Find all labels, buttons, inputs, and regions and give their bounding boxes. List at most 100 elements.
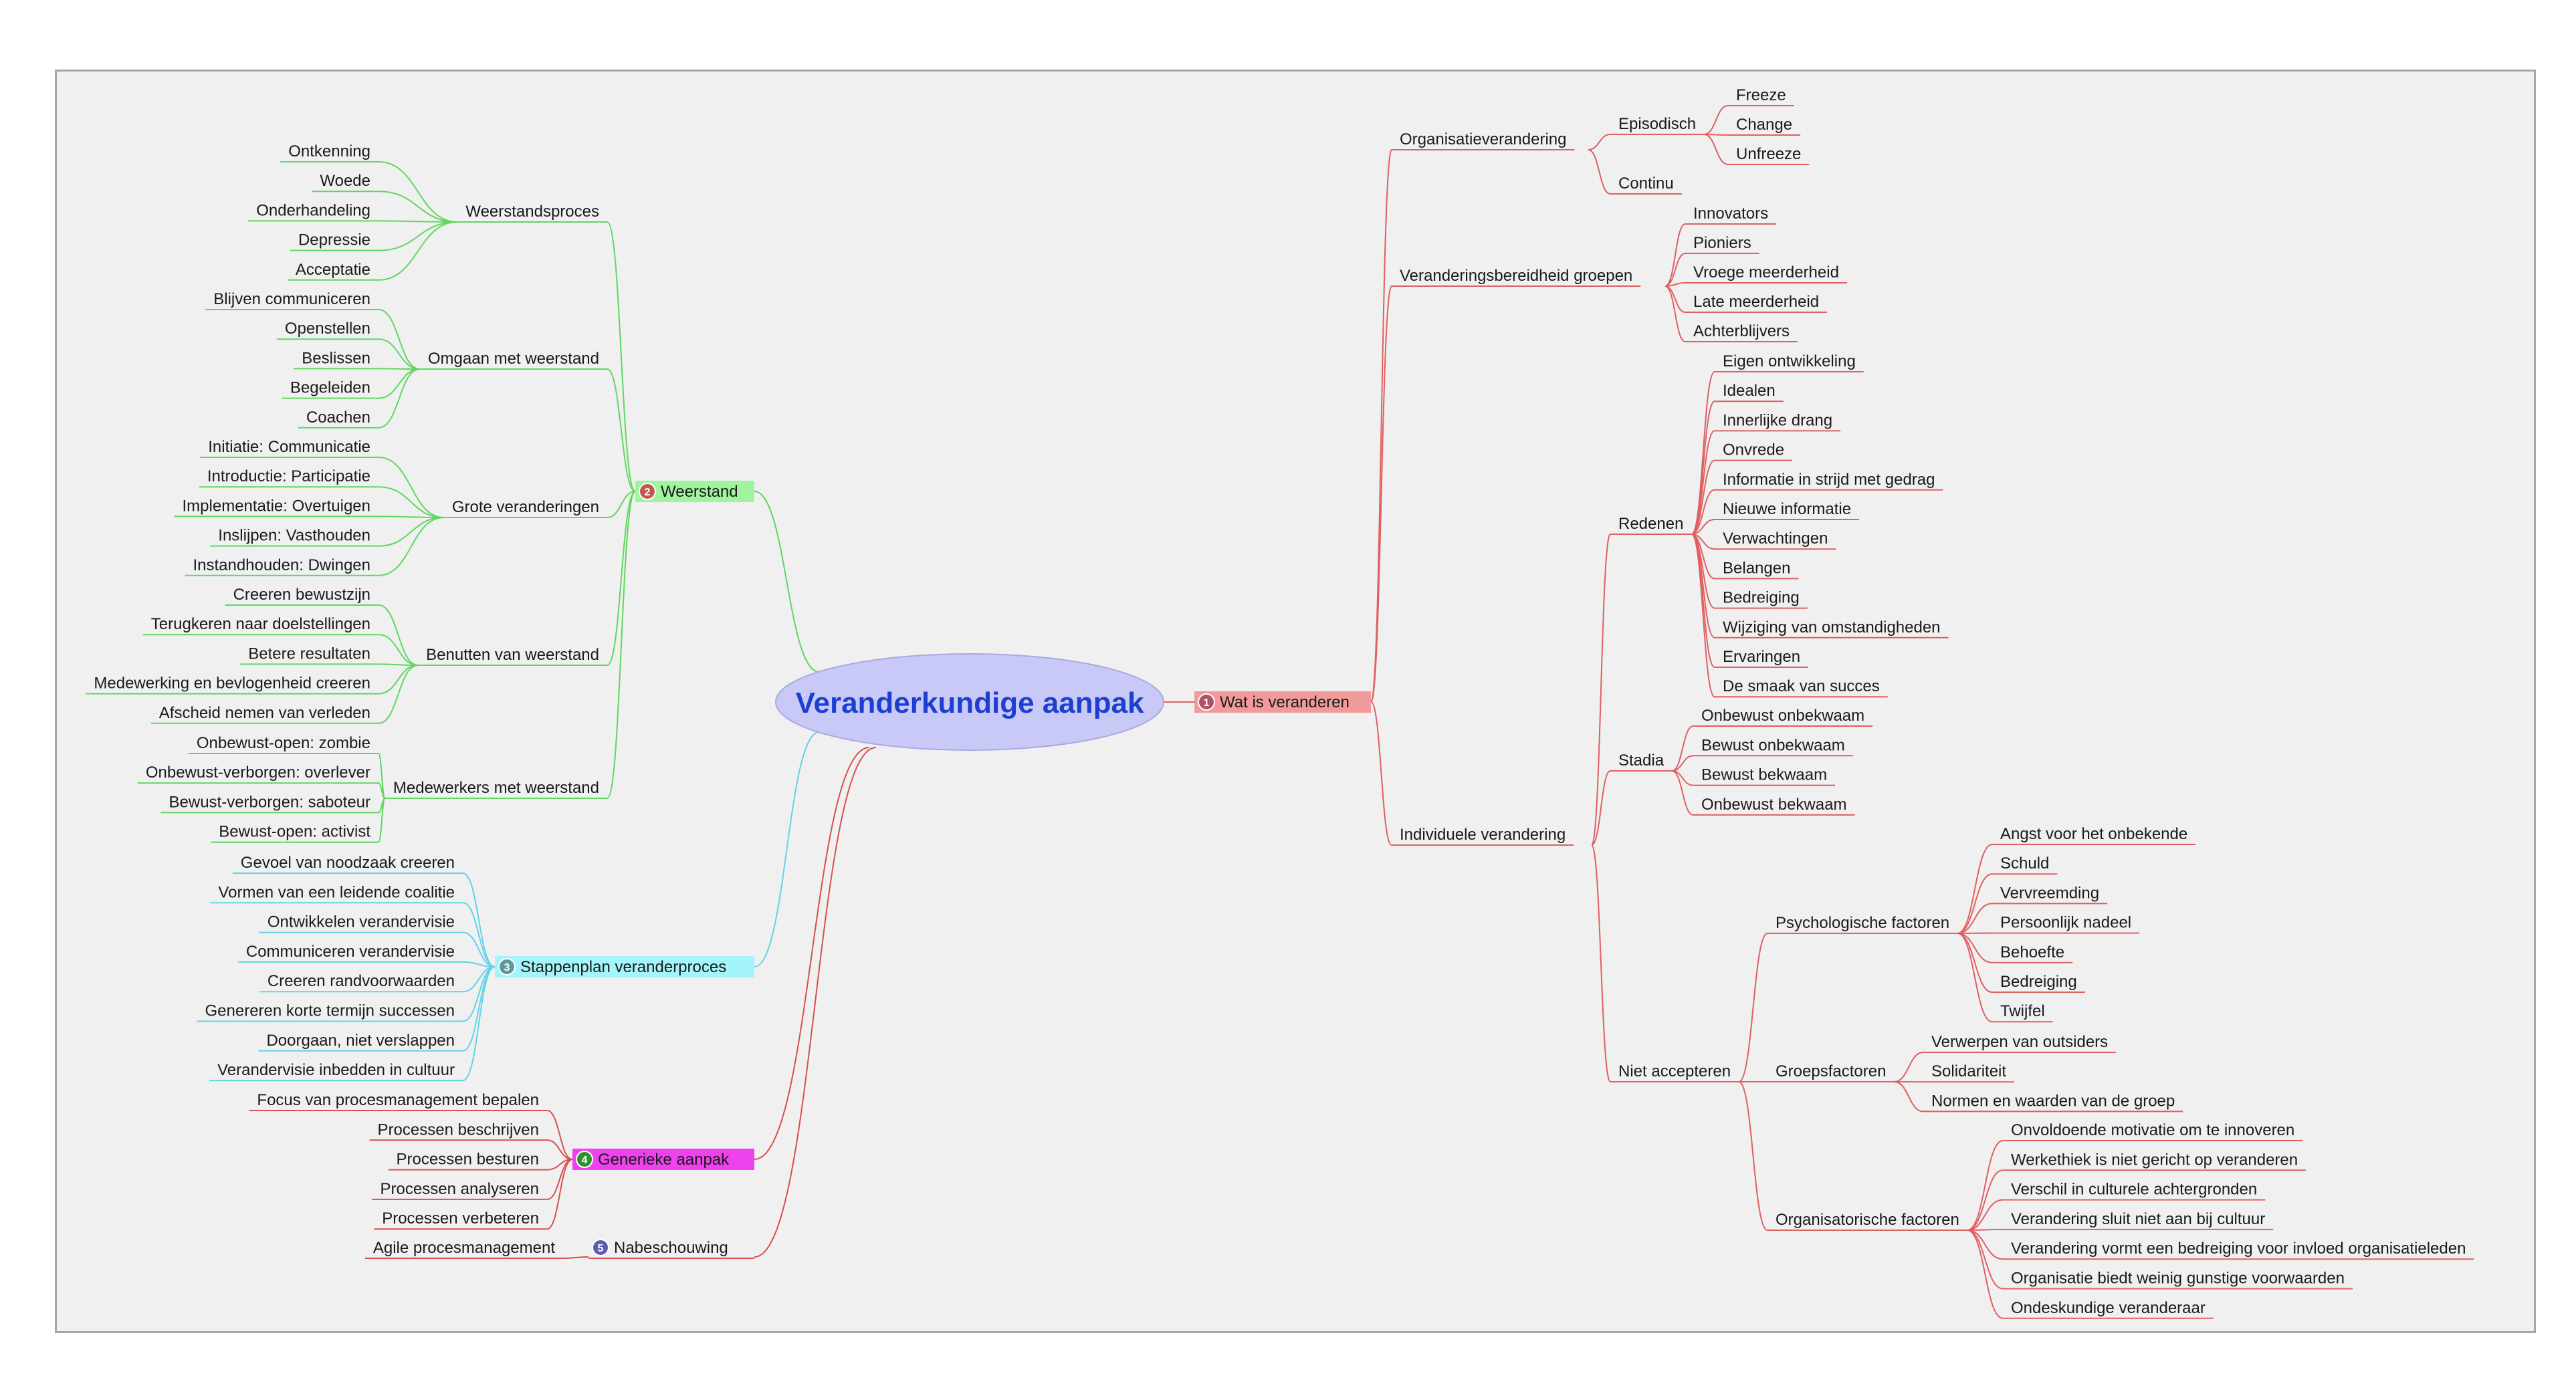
topic-innerlijke-drang[interactable]: Innerlijke drang (1723, 411, 1832, 429)
topic-medewerking-en-bevlogenheid-creeren[interactable]: Medewerking en bevlogenheid creeren (94, 675, 370, 693)
topic-onderhandeling[interactable]: Onderhandeling (256, 201, 370, 219)
topic-redenen[interactable]: Redenen (1618, 515, 1683, 533)
topic-verwachtingen[interactable]: Verwachtingen (1723, 530, 1828, 548)
topic-agile-procesmanagement[interactable]: Agile procesmanagement (373, 1239, 555, 1257)
topic-de-smaak-van-succes[interactable]: De smaak van succes (1723, 677, 1880, 695)
topic-vormen-van-een-leidende-coalitie[interactable]: Vormen van een leidende coalitie (218, 883, 455, 901)
topic-initiatie-communicatie[interactable]: Initiatie: Communicatie (208, 438, 370, 456)
topic-blijven-communiceren[interactable]: Blijven communiceren (213, 290, 370, 308)
topic-onbewust-onbekwaam[interactable]: Onbewust onbekwaam (1701, 707, 1864, 725)
topic-omgaan-met-weerstand[interactable]: Omgaan met weerstand (428, 350, 599, 368)
topic-schuld[interactable]: Schuld (2000, 854, 2049, 872)
topic-ondeskundige-veranderaar[interactable]: Ondeskundige veranderaar (2011, 1299, 2206, 1317)
topic-verschil-in-culturele-achtergronden[interactable]: Verschil in culturele achtergronden (2011, 1181, 2257, 1199)
topic-openstellen[interactable]: Openstellen (285, 320, 370, 338)
topic-psychologische-factoren[interactable]: Psychologische factoren (1776, 914, 1949, 932)
topic-gevoel-van-noodzaak-creeren[interactable]: Gevoel van noodzaak creeren (241, 854, 455, 872)
topic-werkethiek-is-niet-gericht-op-veranderen[interactable]: Werkethiek is niet gericht op veranderen (2011, 1151, 2298, 1169)
topic-late-meerderheid[interactable]: Late meerderheid (1693, 293, 1819, 311)
topic-begeleiden[interactable]: Begeleiden (290, 379, 370, 397)
topic-eigen-ontwikkeling[interactable]: Eigen ontwikkeling (1723, 352, 1856, 370)
topic-persoonlijk-nadeel[interactable]: Persoonlijk nadeel (2000, 914, 2131, 932)
central-topic[interactable]: Veranderkundige aanpak (775, 653, 1164, 751)
topic-beslissen[interactable]: Beslissen (302, 349, 370, 367)
topic-episodisch[interactable]: Episodisch (1618, 115, 1696, 133)
topic-terugkeren-naar-doelstellingen[interactable]: Terugkeren naar doelstellingen (151, 615, 370, 633)
topic-bewust-bekwaam[interactable]: Bewust bekwaam (1701, 766, 1827, 784)
topic-communiceren-verandervisie[interactable]: Communiceren verandervisie (246, 943, 455, 961)
topic-organisatieverandering[interactable]: Organisatieverandering (1400, 130, 1566, 148)
topic-achterblijvers[interactable]: Achterblijvers (1693, 322, 1790, 340)
topic-twijfel[interactable]: Twijfel (2000, 1002, 2045, 1020)
topic-creeren-bewustzijn[interactable]: Creeren bewustzijn (233, 586, 370, 604)
topic-ontwikkelen-verandervisie[interactable]: Ontwikkelen verandervisie (267, 913, 455, 931)
topic-informatie-in-strijd-met-gedrag[interactable]: Informatie in strijd met gedrag (1723, 471, 1935, 489)
topic-pioniers[interactable]: Pioniers (1693, 234, 1751, 252)
topic-acceptatie[interactable]: Acceptatie (296, 261, 370, 279)
topic-bewust-verborgen-saboteur[interactable]: Bewust-verborgen: saboteur (169, 793, 371, 811)
topic-verandering-sluit-niet-aan-bij-cultuur[interactable]: Verandering sluit niet aan bij cultuur (2011, 1210, 2265, 1228)
topic-organisatorische-factoren[interactable]: Organisatorische factoren (1776, 1211, 1959, 1229)
topic-inslijpen-vasthouden[interactable]: Inslijpen: Vasthouden (218, 527, 370, 545)
topic-weerstandsproces[interactable]: Weerstandsproces (465, 203, 599, 221)
topic-normen-en-waarden-van-de-groep[interactable]: Normen en waarden van de groep (1931, 1092, 2175, 1110)
topic-solidariteit[interactable]: Solidariteit (1931, 1062, 2006, 1080)
topic-verandervisie-inbedden-in-cultuur[interactable]: Verandervisie inbedden in cultuur (217, 1061, 455, 1079)
topic-depressie[interactable]: Depressie (298, 231, 370, 249)
topic-unfreeze[interactable]: Unfreeze (1736, 145, 1801, 163)
topic-behoefte[interactable]: Behoefte (2000, 943, 2064, 961)
topic-onbewust-bekwaam[interactable]: Onbewust bekwaam (1701, 796, 1846, 814)
topic-processen-beschrijven[interactable]: Processen beschrijven (378, 1121, 539, 1139)
topic-implementatie-overtuigen[interactable]: Implementatie: Overtuigen (183, 497, 370, 515)
topic-verandering-vormt-een-bedreiging-voor-invloed-organisatieleden[interactable]: Verandering vormt een bedreiging voor in… (2011, 1240, 2466, 1258)
topic-betere-resultaten[interactable]: Betere resultaten (248, 645, 370, 663)
topic-vervreemding[interactable]: Vervreemding (2000, 884, 2099, 902)
topic-introductie-participatie[interactable]: Introductie: Participatie (207, 467, 370, 485)
topic-grote-veranderingen[interactable]: Grote veranderingen (452, 498, 599, 516)
topic-medewerkers-met-weerstand[interactable]: Medewerkers met weerstand (393, 779, 599, 797)
topic-angst-voor-het-onbekende[interactable]: Angst voor het onbekende (2000, 825, 2187, 843)
topic-genereren-korte-termijn-successen[interactable]: Genereren korte termijn successen (205, 1002, 455, 1020)
topic-coachen[interactable]: Coachen (306, 409, 370, 427)
topic-individuele-verandering[interactable]: Individuele verandering (1400, 826, 1566, 844)
topic-continu[interactable]: Continu (1618, 174, 1674, 193)
topic-wijziging-van-omstandigheden[interactable]: Wijziging van omstandigheden (1723, 618, 1941, 636)
topic-bewust-open-activist[interactable]: Bewust-open: activist (219, 823, 370, 841)
topic-vroege-meerderheid[interactable]: Vroege meerderheid (1693, 263, 1839, 281)
topic-freeze[interactable]: Freeze (1736, 86, 1786, 104)
topic-afscheid-nemen-van-verleden[interactable]: Afscheid nemen van verleden (159, 704, 370, 722)
topic-belangen[interactable]: Belangen (1723, 559, 1790, 577)
topic-onvrede[interactable]: Onvrede (1723, 441, 1784, 459)
topic-idealen[interactable]: Idealen (1723, 382, 1776, 400)
topic-niet-accepteren[interactable]: Niet accepteren (1618, 1062, 1731, 1080)
topic-woede[interactable]: Woede (320, 172, 370, 190)
topic-benutten-van-weerstand[interactable]: Benutten van weerstand (426, 646, 599, 664)
topic-change[interactable]: Change (1736, 116, 1792, 134)
topic-doorgaan-niet-verslappen[interactable]: Doorgaan, niet verslappen (266, 1032, 455, 1050)
topic-stadia[interactable]: Stadia (1618, 751, 1665, 770)
topic-ontkenning[interactable]: Ontkenning (288, 142, 370, 160)
topic-focus-van-procesmanagement-bepalen[interactable]: Focus van procesmanagement bepalen (257, 1091, 539, 1109)
topic-processen-besturen[interactable]: Processen besturen (397, 1151, 539, 1169)
topic-bewust-onbekwaam[interactable]: Bewust onbekwaam (1701, 736, 1845, 754)
topic-organisatie-biedt-weinig-gunstige-voorwaarden[interactable]: Organisatie biedt weinig gunstige voorwa… (2011, 1270, 2345, 1288)
topic-nieuwe-informatie[interactable]: Nieuwe informatie (1723, 500, 1851, 518)
topic-innovators[interactable]: Innovators (1693, 205, 1768, 223)
topic-onbewust-verborgen-overlever[interactable]: Onbewust-verborgen: overlever (146, 764, 370, 782)
topic-processen-verbeteren[interactable]: Processen verbeteren (382, 1209, 539, 1228)
topic-bedreiging[interactable]: Bedreiging (1723, 589, 1800, 607)
topic-onvoldoende-motivatie-om-te-innoveren[interactable]: Onvoldoende motivatie om te innoveren (2011, 1121, 2294, 1139)
topic-processen-analyseren[interactable]: Processen analyseren (381, 1180, 539, 1198)
topic-veranderingsbereidheid-groepen[interactable]: Veranderingsbereidheid groepen (1400, 267, 1632, 285)
topic-instandhouden-dwingen[interactable]: Instandhouden: Dwingen (193, 556, 370, 574)
topic-bedreiging[interactable]: Bedreiging (2000, 973, 2077, 991)
topic-ervaringen[interactable]: Ervaringen (1723, 648, 1800, 666)
topic-groepsfactoren[interactable]: Groepsfactoren (1776, 1062, 1886, 1080)
topic-onbewust-open-zombie[interactable]: Onbewust-open: zombie (197, 734, 370, 752)
topic-creeren-randvoorwaarden[interactable]: Creeren randvoorwaarden (267, 972, 455, 990)
